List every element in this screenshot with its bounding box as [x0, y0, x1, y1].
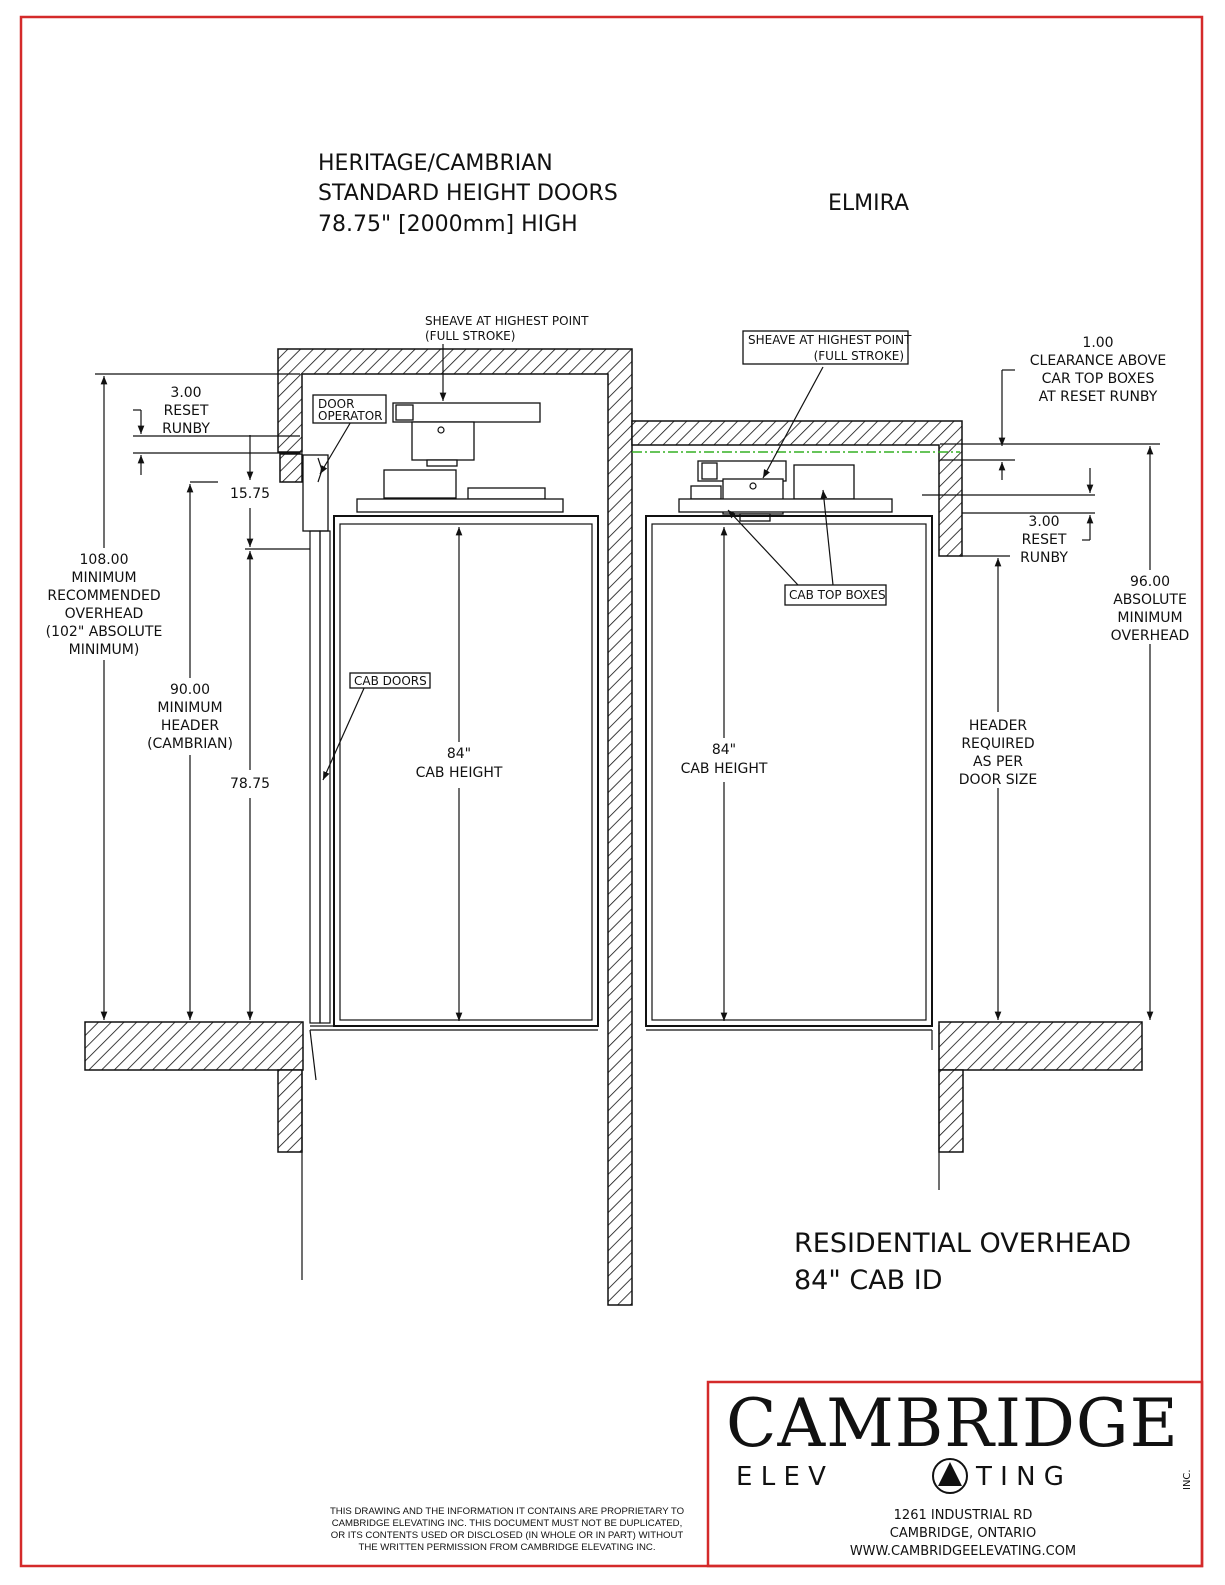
door-operator-label-line2: OPERATOR: [318, 409, 383, 423]
company-address-line1: 1261 INDUSTRIAL RD: [894, 1508, 1033, 1523]
header-label-2: HEADER: [161, 718, 220, 734]
left-cab-height-label: CAB HEIGHT: [416, 765, 503, 781]
company-address-line2: CAMBRIDGE, ONTARIO: [890, 1526, 1036, 1541]
company-website: WWW.CAMBRIDGEELEVATING.COM: [850, 1544, 1076, 1559]
right-reset-runby-label-2: RUNBY: [1020, 550, 1068, 566]
right-elevation: [631, 366, 1160, 1190]
left-floor-slab: [84, 1021, 304, 1071]
drawing-title-line2: 84" CAB ID: [794, 1265, 943, 1296]
left-hoistway-wall: [277, 348, 633, 1306]
overhead-label-5: MINIMUM): [69, 642, 140, 658]
header-label-0: 90.00: [170, 682, 210, 698]
cab-top-boxes-label: CAB TOP BOXES: [789, 588, 886, 602]
left-cab-height-value: 84": [447, 746, 471, 762]
right-reset-runby-value: 3.00: [1028, 514, 1059, 530]
right-sheave-label-line2: (FULL STROKE): [814, 349, 904, 363]
right-sheave-label-line1: SHEAVE AT HIGHEST POINT: [748, 333, 912, 347]
cab-doors: [309, 530, 321, 1024]
dim-78-75: 78.75: [230, 776, 270, 792]
logo-triangle-icon: [932, 1458, 968, 1494]
right-cab: [645, 515, 933, 1027]
header-label-3: (CAMBRIAN): [147, 736, 233, 752]
right-title: ELMIRA: [828, 191, 909, 216]
left-sheave-beam: [392, 402, 541, 423]
disclaimer-line-3: OR ITS CONTENTS USED OR DISCLOSED (IN WH…: [331, 1530, 684, 1541]
cab-doors-label: CAB DOORS: [354, 674, 427, 688]
header-required-label-3: DOOR SIZE: [959, 772, 1037, 788]
absolute-overhead-label-2: MINIMUM: [1117, 610, 1182, 626]
company-logo-sub-right: T I N G: [975, 1462, 1064, 1492]
right-pit-wall: [938, 1069, 964, 1153]
door-operator-label-line1: DOOR: [318, 397, 354, 411]
left-sheave-label-line1: SHEAVE AT HIGHEST POINT: [425, 314, 589, 328]
left-title-line3: 78.75" [2000mm] HIGH: [318, 212, 578, 237]
overhead-label-0: 108.00: [80, 552, 129, 568]
clearance-label-3: AT RESET RUNBY: [1039, 389, 1158, 405]
sheet-border: [19, 15, 1204, 1568]
disclaimer-line-1: THIS DRAWING AND THE INFORMATION IT CONT…: [330, 1506, 684, 1517]
company-logo-sub-left: E L E V: [736, 1462, 826, 1492]
overhead-label-4: (102" ABSOLUTE: [46, 624, 163, 640]
clearance-label-0: 1.00: [1082, 335, 1113, 351]
left-title-line2: STANDARD HEIGHT DOORS: [318, 181, 618, 206]
company-logo-name: CAMBRIDGE: [726, 1385, 1179, 1462]
left-sheave-label-line2: (FULL STROKE): [425, 329, 515, 343]
right-reset-runby-label-1: RESET: [1022, 532, 1067, 548]
header-required-label-1: REQUIRED: [961, 736, 1034, 752]
company-inc: INC.: [1182, 1469, 1193, 1490]
clearance-label-2: CAR TOP BOXES: [1042, 371, 1155, 387]
clearance-label-1: CLEARANCE ABOVE: [1030, 353, 1166, 369]
absolute-overhead-label-3: OVERHEAD: [1111, 628, 1190, 644]
overhead-label-1: MINIMUM: [71, 570, 136, 586]
right-hoistway-ceiling: [631, 420, 963, 557]
header-required-label-2: AS PER: [973, 754, 1023, 770]
disclaimer-line-2: CAMBRIDGE ELEVATING INC. THIS DOCUMENT M…: [332, 1518, 683, 1529]
overhead-label-3: OVERHEAD: [65, 606, 144, 622]
absolute-overhead-label-0: 96.00: [1130, 574, 1170, 590]
left-reset-runby-value: 3.00: [170, 385, 201, 401]
left-pit-wall: [277, 1069, 303, 1153]
left-reset-runby-label-2: RUNBY: [162, 421, 210, 437]
overhead-label-2: RECOMMENDED: [47, 588, 160, 604]
left-title-line1: HERITAGE/CAMBRIAN: [318, 151, 553, 176]
left-reset-runby-label-1: RESET: [164, 403, 209, 419]
header-label-1: MINIMUM: [157, 700, 222, 716]
right-floor-slab: [938, 1021, 1143, 1071]
dim-15-75: 15.75: [230, 486, 270, 502]
absolute-overhead-label-1: ABSOLUTE: [1113, 592, 1187, 608]
drawing-title-line1: RESIDENTIAL OVERHEAD: [794, 1228, 1131, 1259]
right-cab-height-label: CAB HEIGHT: [681, 761, 768, 777]
left-elevation: [84, 344, 633, 1306]
disclaimer-line-4: THE WRITTEN PERMISSION FROM CAMBRIDGE EL…: [358, 1542, 655, 1553]
left-door-header: [279, 453, 303, 483]
header-required-label-0: HEADER: [969, 718, 1028, 734]
right-cab-height-value: 84": [712, 742, 736, 758]
title-block: [706, 1380, 1204, 1568]
